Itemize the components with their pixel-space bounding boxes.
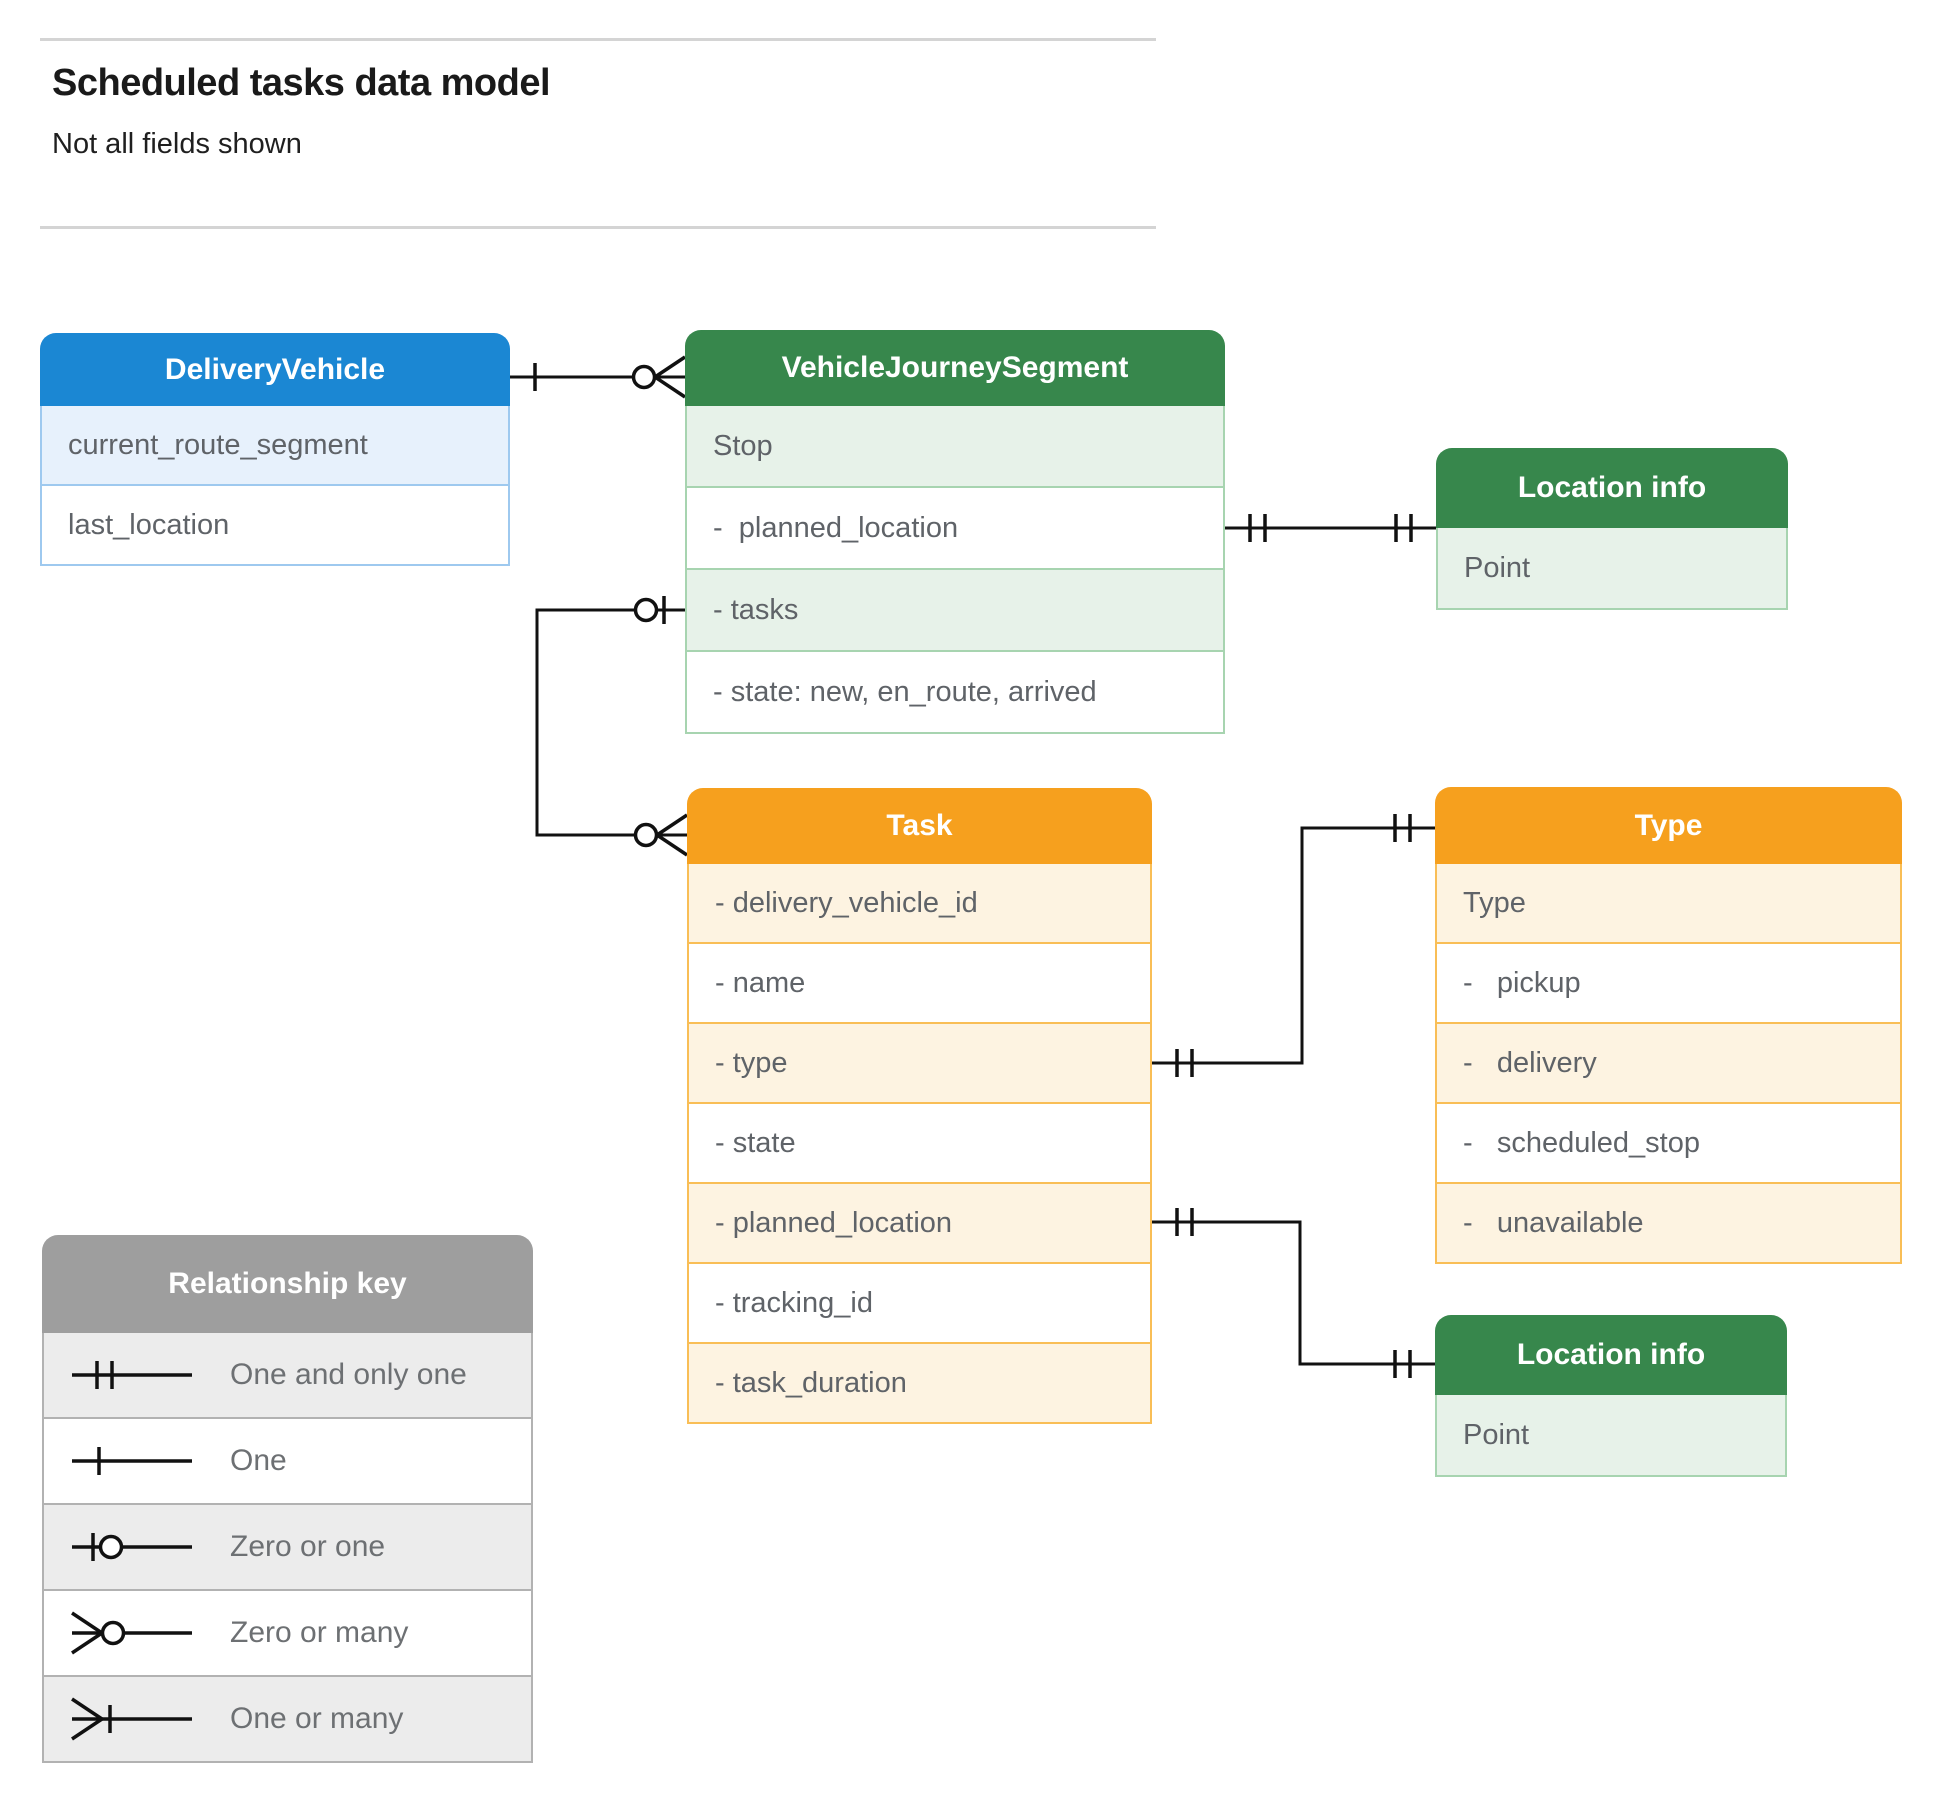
entity-row: Point [1435, 1395, 1787, 1477]
legend-title: Relationship key [42, 1235, 533, 1333]
legend-item-label: One [230, 1444, 287, 1477]
one-and-only-one-icon [72, 1361, 192, 1389]
one-or-many-icon [71, 1697, 192, 1741]
legend-item-label: One and only one [230, 1358, 467, 1391]
legend-item-label: Zero or one [230, 1530, 386, 1563]
connector-task-planned-location-to-location-info [1152, 1208, 1435, 1378]
connector-deliveryvehicle-to-vehiclejourneysegment [508, 355, 686, 399]
entity-row: - type [687, 1024, 1152, 1104]
zero-or-one-icon [72, 1533, 192, 1561]
entity-title: VehicleJourneySegment [685, 330, 1225, 406]
zero-or-many-icon [71, 1611, 192, 1655]
entity-row: - delivery [1435, 1024, 1902, 1104]
connector-vehiclejourneysegment-tasks-to-task [535, 596, 688, 857]
entity-title: Location info [1435, 1315, 1787, 1395]
entity-task: Task- delivery_vehicle_id- name- type- s… [687, 788, 1152, 1424]
entity-row: Type [1435, 864, 1902, 944]
legend-item: One [42, 1419, 533, 1505]
entity-row: - unavailable [1435, 1184, 1902, 1264]
entity-row: - state: new, en_route, arrived [685, 652, 1225, 734]
entity-row: Point [1436, 528, 1788, 610]
connector-vehiclejourneysegment-planned-location-to-location-info [1225, 514, 1436, 542]
entity-row: - state [687, 1104, 1152, 1184]
one-icon [72, 1447, 192, 1475]
entity-title: Type [1435, 787, 1902, 864]
page-title: Scheduled tasks data model [52, 62, 551, 104]
entity-title: Location info [1436, 448, 1788, 528]
entity-row: - name [687, 944, 1152, 1024]
entity-row: last_location [40, 486, 510, 566]
legend-item: One and only one [42, 1333, 533, 1419]
legend-item: Zero or many [42, 1591, 533, 1677]
entity-row: - pickup [1435, 944, 1902, 1024]
entity-row: - planned_location [685, 488, 1225, 570]
entity-title: DeliveryVehicle [40, 333, 510, 406]
entity-title: Task [687, 788, 1152, 864]
entity-row: - planned_location [687, 1184, 1152, 1264]
title-divider [40, 226, 1156, 229]
legend-item: One or many [42, 1677, 533, 1763]
connector-task-type-to-type [1152, 814, 1435, 1077]
top-divider [40, 38, 1156, 41]
entity-row: - task_duration [687, 1344, 1152, 1424]
legend-item-label: One or many [230, 1702, 404, 1735]
entity-row: current_route_segment [40, 406, 510, 486]
entity-row: Stop [685, 406, 1225, 488]
entity-row: - delivery_vehicle_id [687, 864, 1152, 944]
entity-row: - scheduled_stop [1435, 1104, 1902, 1184]
page-subtitle: Not all fields shown [52, 128, 302, 160]
entity-row: - tasks [685, 570, 1225, 652]
entity-row: - tracking_id [687, 1264, 1152, 1344]
legend-item-label: Zero or many [230, 1616, 409, 1649]
legend-item: Zero or one [42, 1505, 533, 1591]
